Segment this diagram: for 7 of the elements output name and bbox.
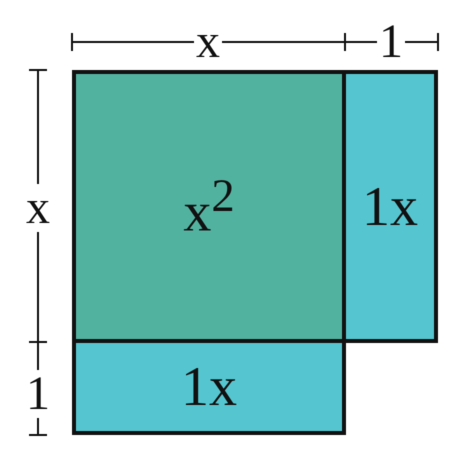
area-rectangle <box>72 343 346 435</box>
area-label: 1x <box>362 178 418 234</box>
area-rectangle <box>346 70 438 343</box>
area-label: x$^{2}$ <box>183 172 235 240</box>
area-square <box>72 70 346 343</box>
dimension-label: x <box>24 184 52 232</box>
area-label: 1x <box>181 359 237 415</box>
